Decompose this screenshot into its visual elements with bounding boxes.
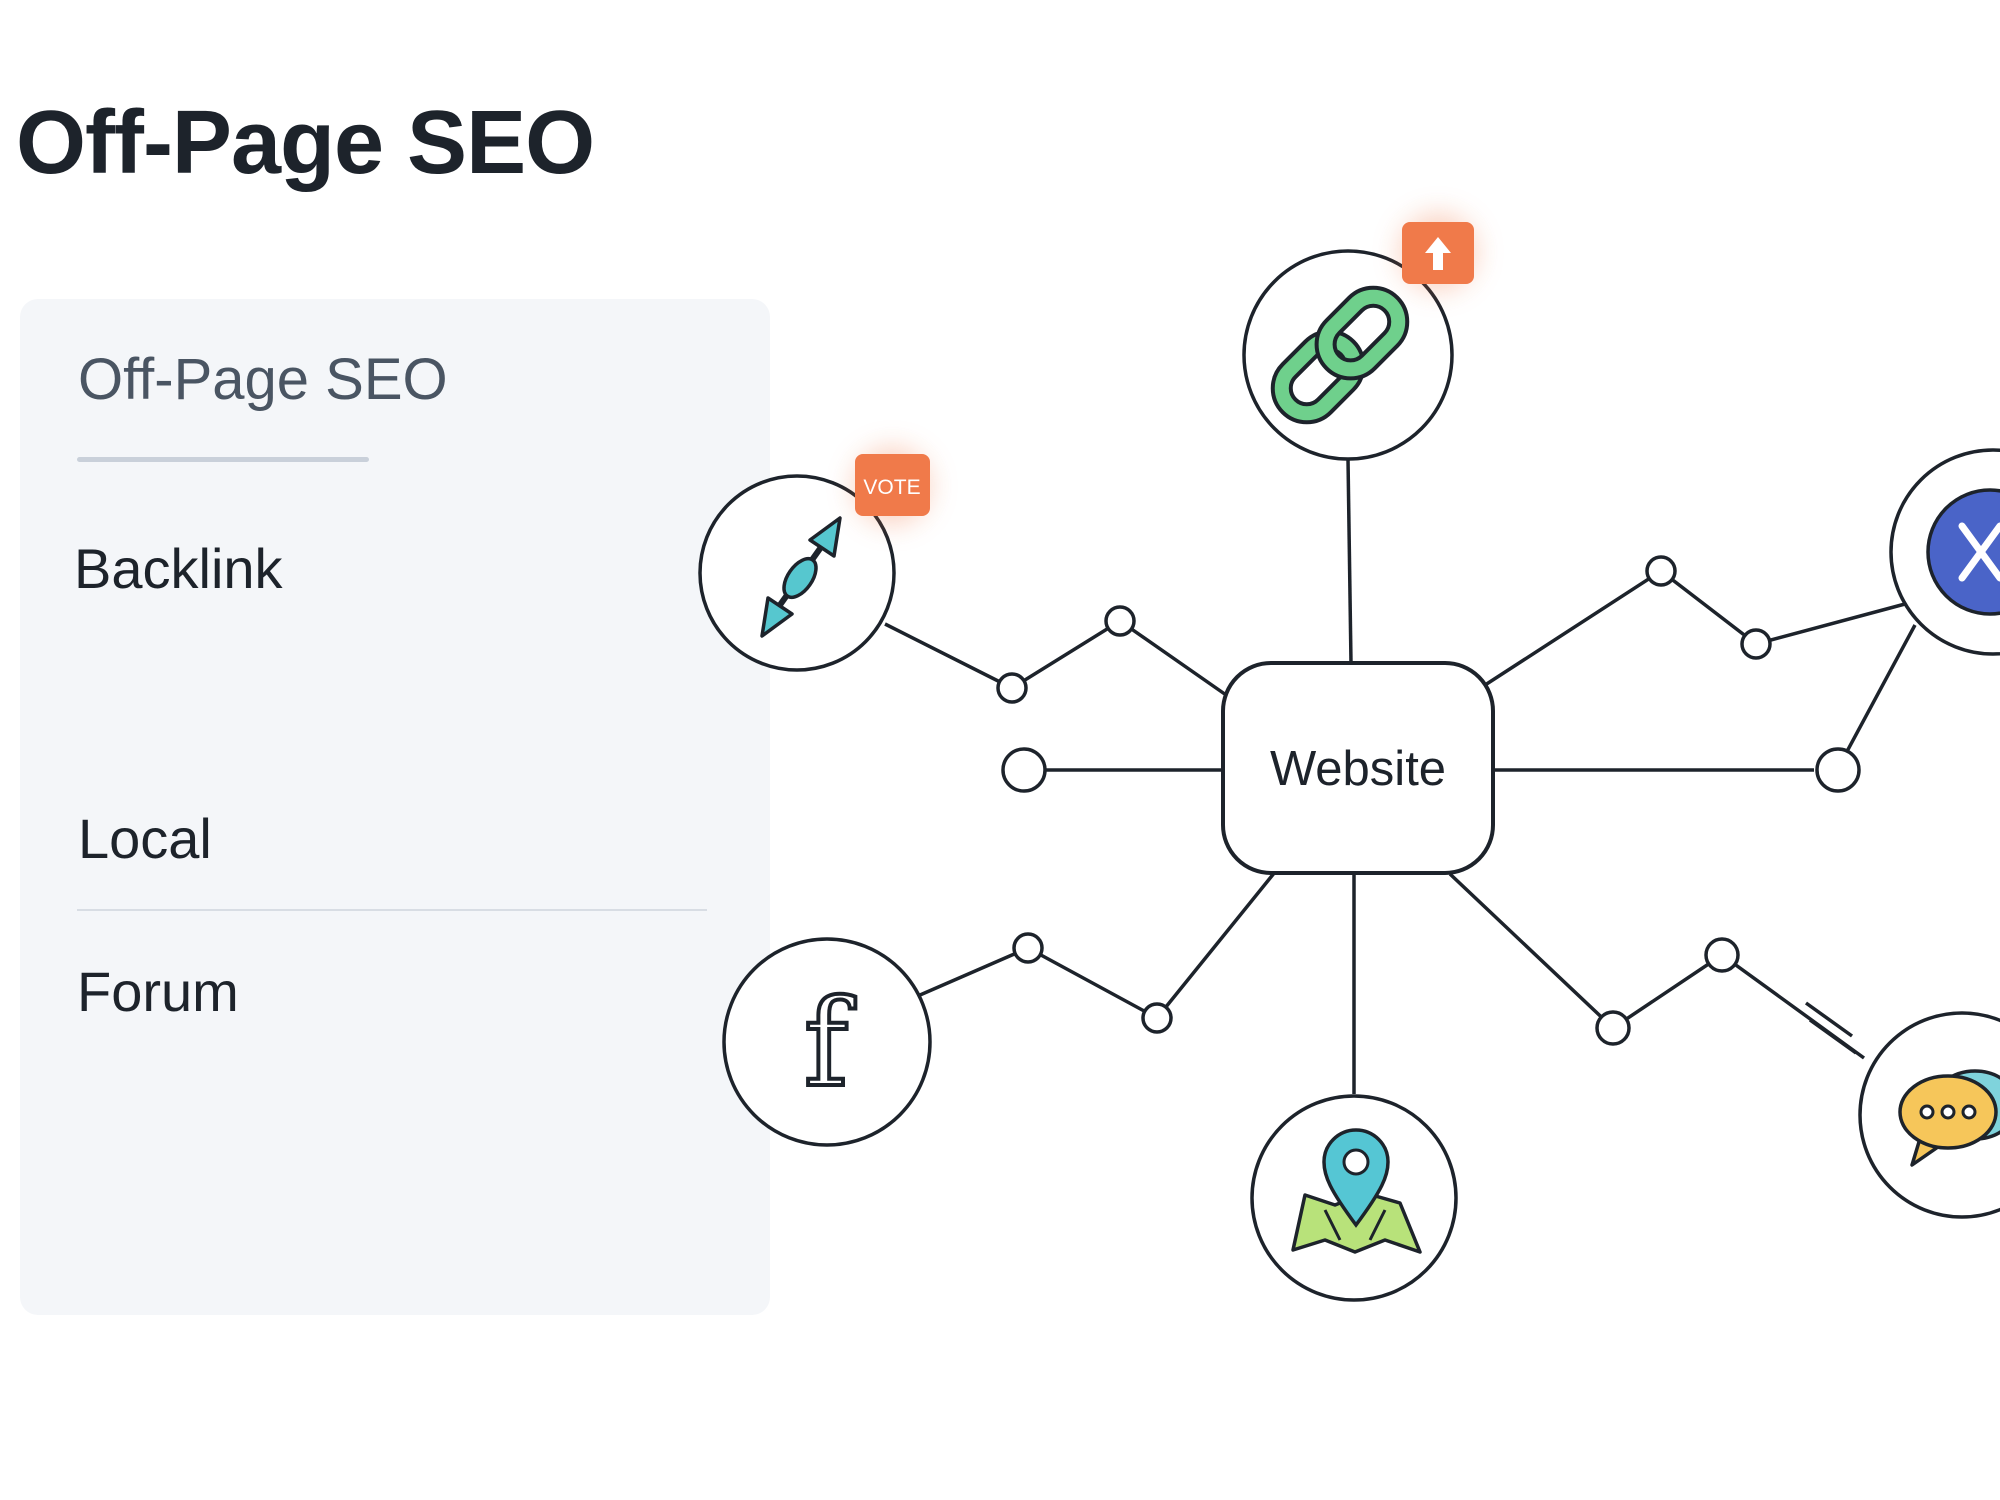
- page-title: Off-Page SEO: [16, 93, 595, 193]
- node-location[interactable]: [1250, 1094, 1458, 1302]
- node-x[interactable]: [1889, 448, 2000, 656]
- panel-heading: Off-Page SEO: [78, 347, 448, 412]
- map-pin-icon: [1291, 1128, 1422, 1254]
- junction-node: [1740, 628, 1772, 660]
- seo-category-panel: Off-Page SEO Backlink Local Forum: [20, 299, 770, 1315]
- node-chain[interactable]: [1242, 214, 1476, 461]
- junction-node: [1815, 747, 1861, 793]
- arrow-up-icon: [1425, 237, 1451, 270]
- upvote-badge: [1402, 222, 1474, 284]
- connector-to-facebook: [919, 870, 1277, 1020]
- x-logo-icon: [1926, 488, 2000, 616]
- heading-underline: [77, 457, 369, 462]
- facebook-icon: f: [804, 975, 856, 1114]
- connector-to-chat: [1448, 872, 1866, 1060]
- connector-to-vote: [884, 619, 1231, 699]
- chain-link-icon: [1270, 285, 1410, 425]
- junction-node: [1141, 1002, 1173, 1034]
- vote-badge-label: VOTE: [863, 476, 920, 499]
- chat-bubble-icon: [1898, 1069, 2000, 1167]
- node-facebook[interactable]: f: [722, 937, 932, 1147]
- junction-node: [1012, 932, 1044, 964]
- connector-chat-accent-2: [1808, 1018, 1858, 1055]
- connector-x-lower: [1835, 624, 1917, 771]
- panel-divider: [77, 909, 707, 911]
- junction-node: [1704, 937, 1740, 973]
- junction-node: [1595, 1010, 1631, 1046]
- connector-to-chain: [1346, 458, 1353, 664]
- junction-node: [1001, 747, 1047, 793]
- connector-lines: [884, 458, 1917, 1094]
- website-hub[interactable]: Website: [1221, 661, 1495, 875]
- junction-nodes: [996, 555, 1861, 1046]
- connector-to-x: [1481, 569, 1906, 689]
- panel-item-forum[interactable]: Forum: [77, 960, 239, 1023]
- hub-label: Website: [1270, 742, 1446, 796]
- connector-chat-accent: [1804, 1001, 1854, 1038]
- node-vote[interactable]: VOTE: [698, 448, 930, 672]
- node-chat[interactable]: [1858, 1011, 2000, 1219]
- junction-node: [1645, 555, 1677, 587]
- double-arrow-icon: [760, 516, 842, 638]
- junction-node: [996, 672, 1028, 704]
- panel-item-backlink[interactable]: Backlink: [74, 537, 283, 600]
- junction-node: [1104, 605, 1136, 637]
- panel-item-local[interactable]: Local: [78, 807, 212, 870]
- vote-badge: VOTE: [855, 454, 930, 516]
